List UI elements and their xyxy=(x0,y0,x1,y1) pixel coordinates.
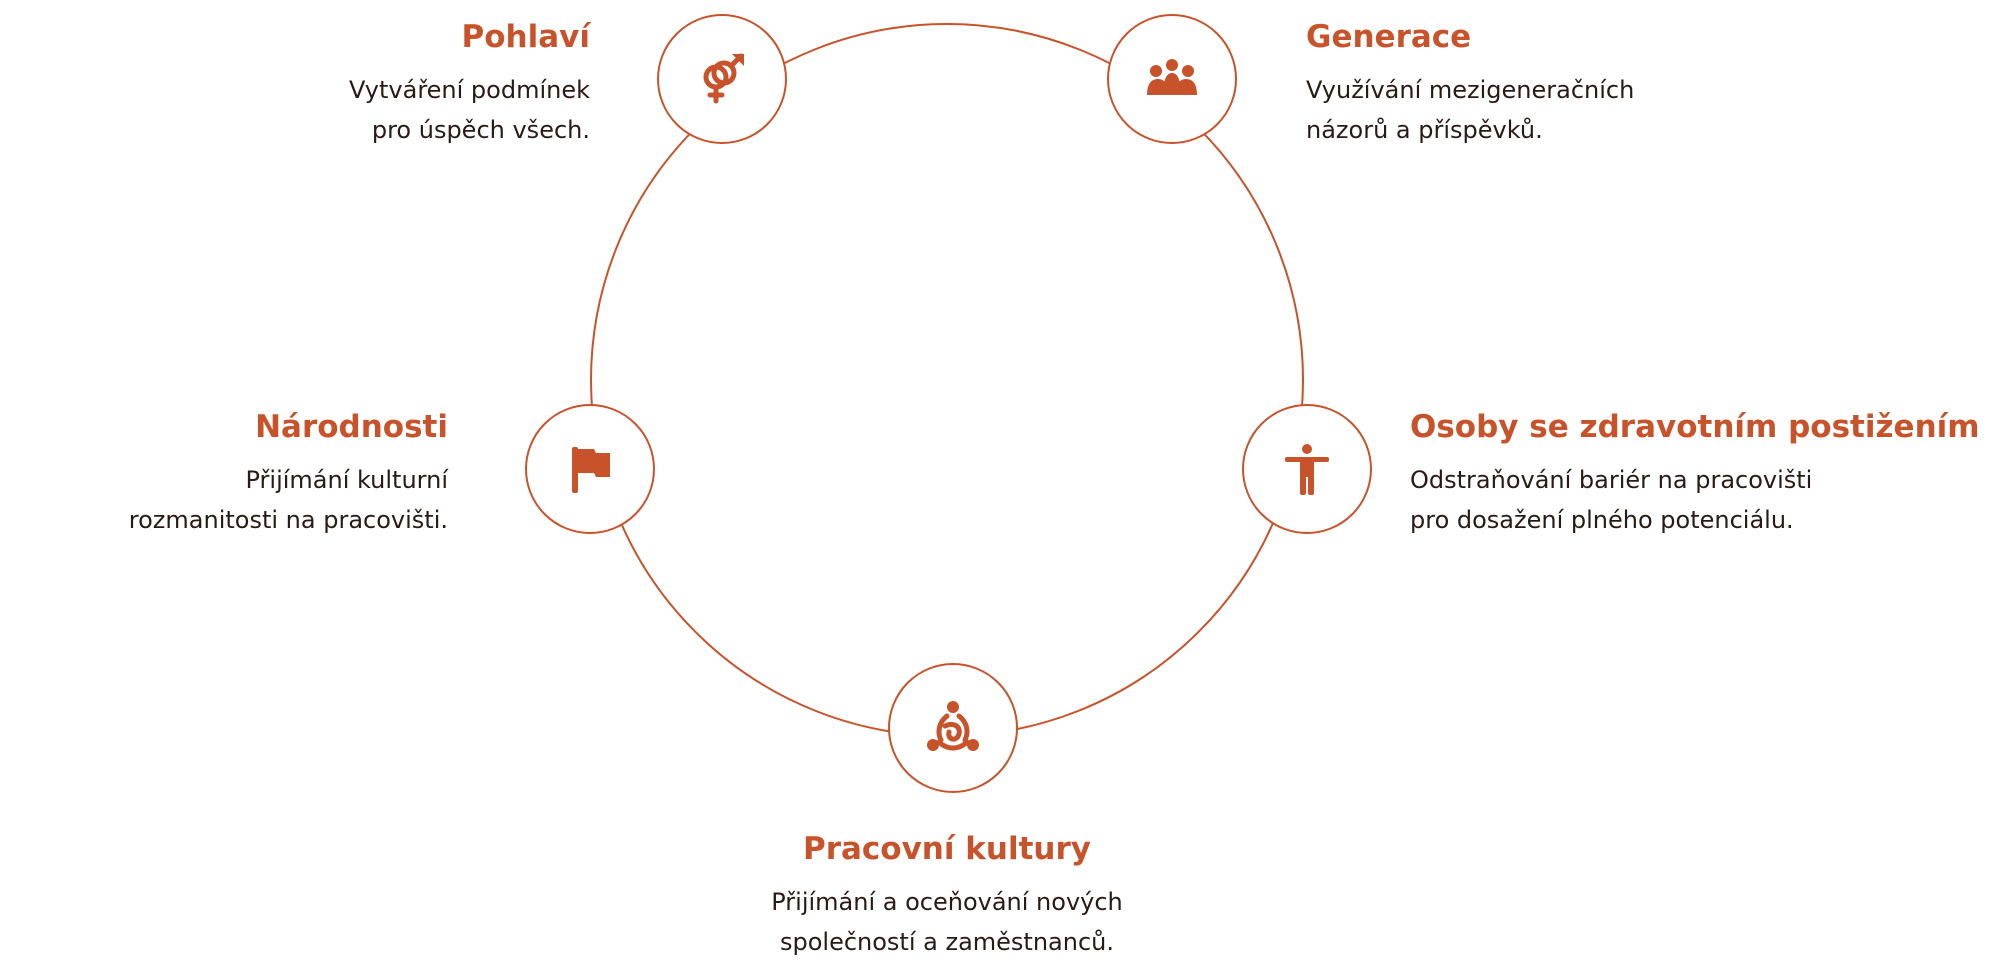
interlinked-people-icon xyxy=(927,701,979,751)
label-narodnosti: Národnosti Přijímání kulturní rozmanitos… xyxy=(129,408,448,540)
gender-icon xyxy=(703,53,744,104)
title-pracovni-kultury: Pracovní kultury xyxy=(803,831,1091,867)
description-pracovni-kultury: Přijímání a oceňování nových společností… xyxy=(771,888,1123,956)
flag-icon xyxy=(572,447,610,493)
group-people-icon xyxy=(1147,59,1197,95)
description-generace: Využívání mezigeneračních názorů a přísp… xyxy=(1306,76,1635,144)
title-narodnosti: Národnosti xyxy=(255,409,448,445)
node-pohlavi xyxy=(657,14,787,144)
description-narodnosti: Přijímání kulturní rozmanitosti na praco… xyxy=(128,466,448,534)
description-pohlavi: Vytváření podmínek pro úspěch všech. xyxy=(349,76,590,144)
node-osoby xyxy=(1242,404,1372,534)
title-pohlavi: Pohlaví xyxy=(461,19,590,55)
label-osoby: Osoby se zdravotním postižením Odstraňov… xyxy=(1410,408,1980,540)
title-osoby: Osoby se zdravotním postižením xyxy=(1410,409,1980,445)
label-pracovni-kultury: Pracovní kultury Přijímání a oceňování n… xyxy=(747,830,1147,962)
description-osoby: Odstraňování bariér na pracovišti pro do… xyxy=(1410,466,1813,534)
node-generace xyxy=(1107,14,1237,144)
title-generace: Generace xyxy=(1306,19,1472,55)
label-generace: Generace Využívání mezigeneračních názor… xyxy=(1306,18,1634,150)
person-accessibility-icon xyxy=(1285,444,1329,495)
node-narodnosti xyxy=(525,404,655,534)
label-pohlavi: Pohlaví Vytváření podmínek pro úspěch vš… xyxy=(349,18,590,150)
node-pracovni-kultury xyxy=(888,663,1018,793)
